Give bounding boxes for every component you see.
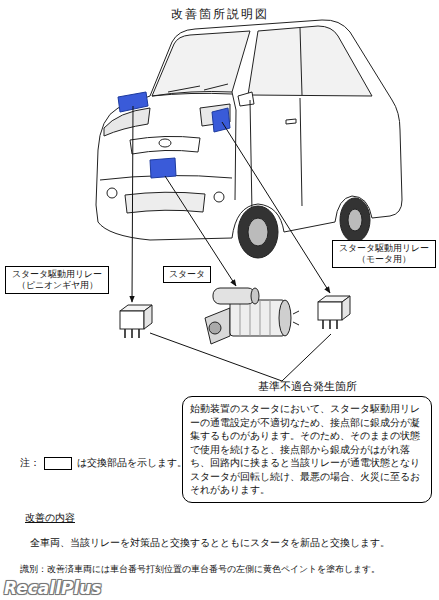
car-body <box>96 20 402 258</box>
pointer-arrow <box>165 176 236 286</box>
emblem <box>159 139 171 147</box>
front-corner-line <box>232 92 236 200</box>
wheel <box>238 206 278 258</box>
relay-location <box>212 108 230 132</box>
part-label: スタータ駆動用リレー （モータ用） <box>335 243 433 265</box>
remedy-text: 全車両、当該リレーを対策品と交換するとともにスタータを新品と交換します。 <box>30 537 390 549</box>
legend-swatch <box>44 457 72 470</box>
watermark: RecallPlus <box>4 578 101 598</box>
windshield <box>152 31 250 96</box>
pointer-arrows <box>132 106 330 302</box>
lower-intake <box>125 192 205 213</box>
grille <box>130 136 200 154</box>
part-label-box: スタータ駆動用リレー （ピニオンギヤ用） <box>5 266 109 294</box>
wheel-hub <box>248 218 268 246</box>
part-label: スタータ駆動用リレー （ピニオンギヤ用） <box>8 269 106 291</box>
leader-line <box>282 334 331 381</box>
legend-row: は交換部品を示します。 <box>44 456 187 470</box>
leader-line <box>150 333 282 381</box>
part-label: スタータ <box>166 269 208 280</box>
part-label-box: スタータ駆動用リレー （モータ用） <box>332 240 436 268</box>
pointer-arrow <box>222 122 330 293</box>
identification-text: 識別：改善済車両には車台番号打刻位置の車台番号の左側に黄色ペイントを塗布します。 <box>20 563 380 575</box>
note-mark: 注： <box>20 457 40 469</box>
wheel <box>340 198 370 242</box>
highlighted-parts <box>118 92 230 178</box>
door-line <box>300 98 302 206</box>
callout-border: 始動装置のスタータにおいて、スタータ駆動用リレーの通電設定が不適切なため、接点部… <box>182 396 432 503</box>
wiper <box>168 84 228 92</box>
callout-heading: 基準不適合発生箇所 <box>182 380 432 393</box>
fog-light <box>214 192 224 202</box>
pointer-arrow <box>132 106 133 302</box>
wheel-hub <box>348 209 362 231</box>
mirror <box>238 92 254 106</box>
door-line <box>250 100 252 212</box>
starter-illustration <box>205 288 299 344</box>
legend: は交換部品を示します。 <box>44 456 187 470</box>
warning-callout: 基準不適合発生箇所始動装置のスタータにおいて、スタータ駆動用リレーの通電設定が不… <box>182 380 432 503</box>
callout-body: 始動装置のスタータにおいて、スタータ駆動用リレーの通電設定が不適切なため、接点部… <box>190 402 424 497</box>
starter-location <box>150 158 176 178</box>
hood-line <box>152 93 232 96</box>
relay-icon <box>318 296 350 329</box>
side-window <box>248 26 372 96</box>
callout-leaders <box>150 333 331 381</box>
legend-text: は交換部品を示します。 <box>77 456 187 470</box>
fog-light <box>107 188 117 198</box>
part-label-box: スタータ <box>163 266 211 283</box>
section-heading: 改善の内容 <box>25 512 75 524</box>
door-handle <box>286 119 296 124</box>
window-pillar <box>300 28 302 95</box>
relay-icon <box>120 305 152 338</box>
headlight <box>104 108 150 136</box>
diagram-title: 改善箇所説明図 <box>0 6 439 23</box>
